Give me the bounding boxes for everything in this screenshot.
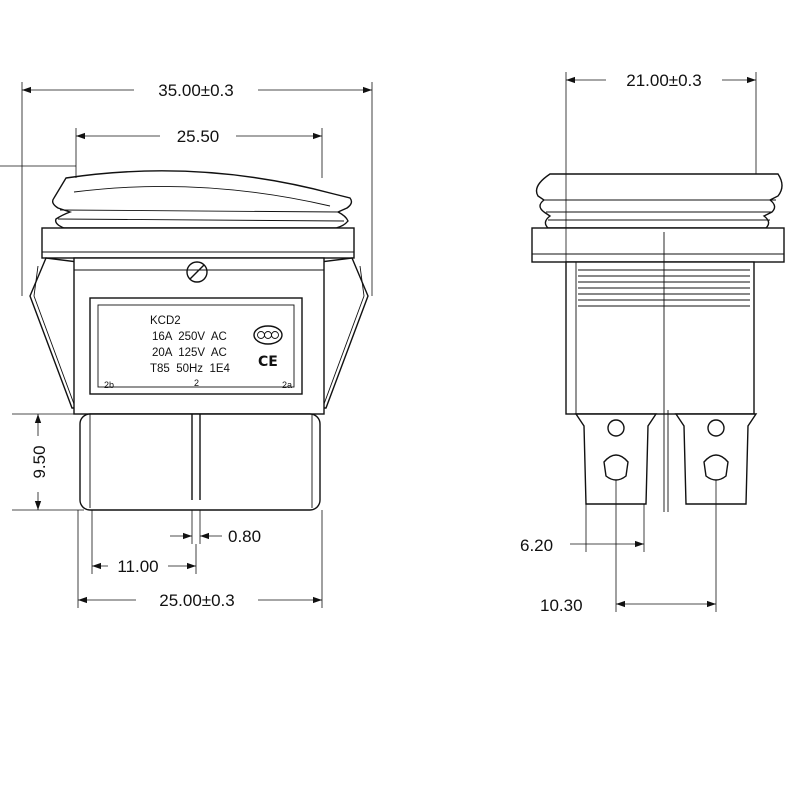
front-left-snap-clip: [29, 257, 79, 409]
label-rating-line-1: 16A 250V AC: [152, 331, 227, 343]
front-waterproof-cap: [51, 170, 353, 229]
dim-front-body-width: 25.00±0.3: [159, 591, 235, 610]
front-rating-label: [89, 297, 303, 395]
front-right-snap-clip: [319, 257, 369, 409]
dim-side-overall-depth: 21.00±0.3: [626, 71, 702, 90]
dim-front-rocker-width: 25.50: [177, 127, 220, 146]
label-terminal-right: 2a: [282, 380, 292, 390]
dim-front-terminal-pitch: 11.00: [117, 557, 158, 576]
side-right-terminal: [674, 413, 758, 505]
side-view: [531, 173, 785, 512]
label-rating-line-3: T85 50Hz 1E4: [150, 363, 231, 375]
mounting-screw-icon: [186, 261, 208, 283]
side-left-terminal: [574, 413, 658, 505]
label-terminal-center: 2: [194, 378, 199, 388]
dim-front-terminal-length: 9.50: [30, 445, 49, 478]
dim-front-terminal-thickness: 0.80: [228, 527, 261, 546]
side-body: [565, 261, 755, 415]
cqc-certification-icon: [253, 325, 283, 345]
side-mounting-flange: [531, 227, 785, 263]
dim-front-overall-width: 35.00±0.3: [158, 81, 234, 100]
label-model: KCD2: [150, 315, 181, 327]
label-rating-line-2: 20A 125V AC: [152, 347, 227, 359]
side-dimensions: [565, 72, 757, 612]
label-terminal-left: 2b: [104, 380, 114, 390]
front-mounting-flange: [41, 227, 355, 259]
dim-side-terminal-spacing-large: 10.30: [540, 596, 583, 615]
dim-side-terminal-spacing-small: 6.20: [520, 536, 553, 555]
front-view: [0, 165, 369, 511]
ce-mark-icon: CE: [258, 354, 278, 370]
